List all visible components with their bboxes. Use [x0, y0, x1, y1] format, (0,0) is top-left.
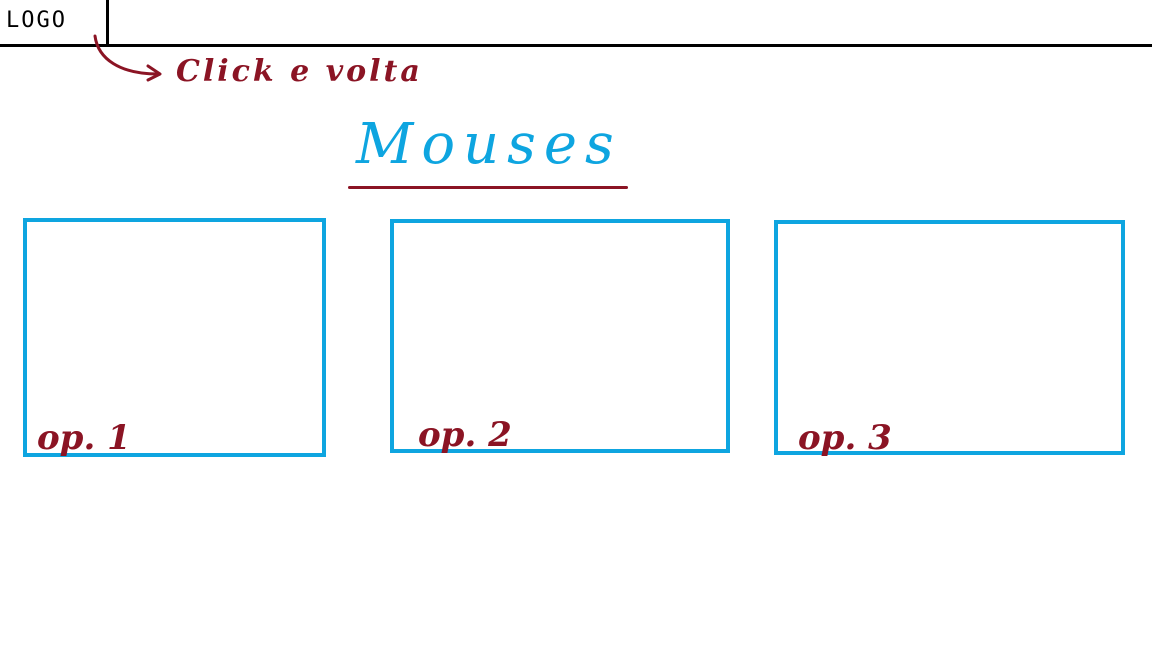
annotation-note: Click e volta: [176, 54, 423, 89]
card-label: op. 1: [37, 418, 131, 458]
logo-divider: [106, 0, 109, 47]
card-label: op. 2: [418, 415, 512, 455]
product-card-1[interactable]: op. 1: [23, 218, 326, 458]
title-underline: [348, 186, 628, 189]
header-bottom-border: [0, 44, 1152, 47]
product-card-2[interactable]: op. 2: [390, 219, 730, 455]
curved-arrow-icon: [93, 34, 162, 82]
product-card-3[interactable]: op. 3: [774, 220, 1125, 458]
card-label: op. 3: [798, 418, 892, 458]
page-title: Mouses: [356, 112, 622, 177]
logo[interactable]: LOGO: [6, 8, 67, 33]
